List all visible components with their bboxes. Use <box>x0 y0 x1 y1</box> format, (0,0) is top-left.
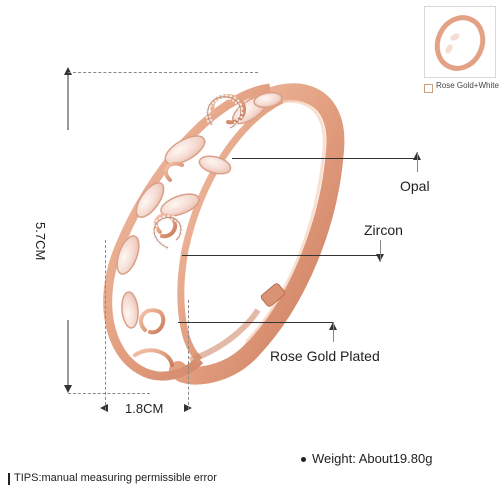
weight-label: Weight: About19.80g <box>312 451 433 466</box>
height-bottom-guide <box>68 393 150 394</box>
tips-label: TIPS:manual measuring permissible error <box>14 472 217 484</box>
plating-label: Rose Gold Plated <box>270 348 380 364</box>
width-left-guide <box>105 240 106 410</box>
opal-leader-line <box>232 158 418 159</box>
weight-bullet-icon <box>301 457 306 462</box>
opal-tick <box>417 152 418 172</box>
plating-tick <box>333 322 334 342</box>
zircon-label: Zircon <box>364 222 403 238</box>
plating-leader-line <box>178 322 334 323</box>
variant-label: Rose Gold+White <box>436 81 499 90</box>
variant-swatch[interactable] <box>424 84 433 93</box>
height-top-guide <box>68 72 258 73</box>
opal-label: Opal <box>400 178 430 194</box>
zircon-tick <box>380 240 381 262</box>
zircon-leader-line <box>182 255 380 256</box>
height-measure-label: 5.7CM <box>33 222 48 261</box>
variant-thumbnail[interactable] <box>424 6 496 78</box>
width-measure-label: 1.8CM <box>125 401 164 416</box>
tips-marker-icon <box>8 473 10 485</box>
width-right-guide <box>188 300 189 410</box>
thumbnail-bracelet-image <box>434 15 486 71</box>
